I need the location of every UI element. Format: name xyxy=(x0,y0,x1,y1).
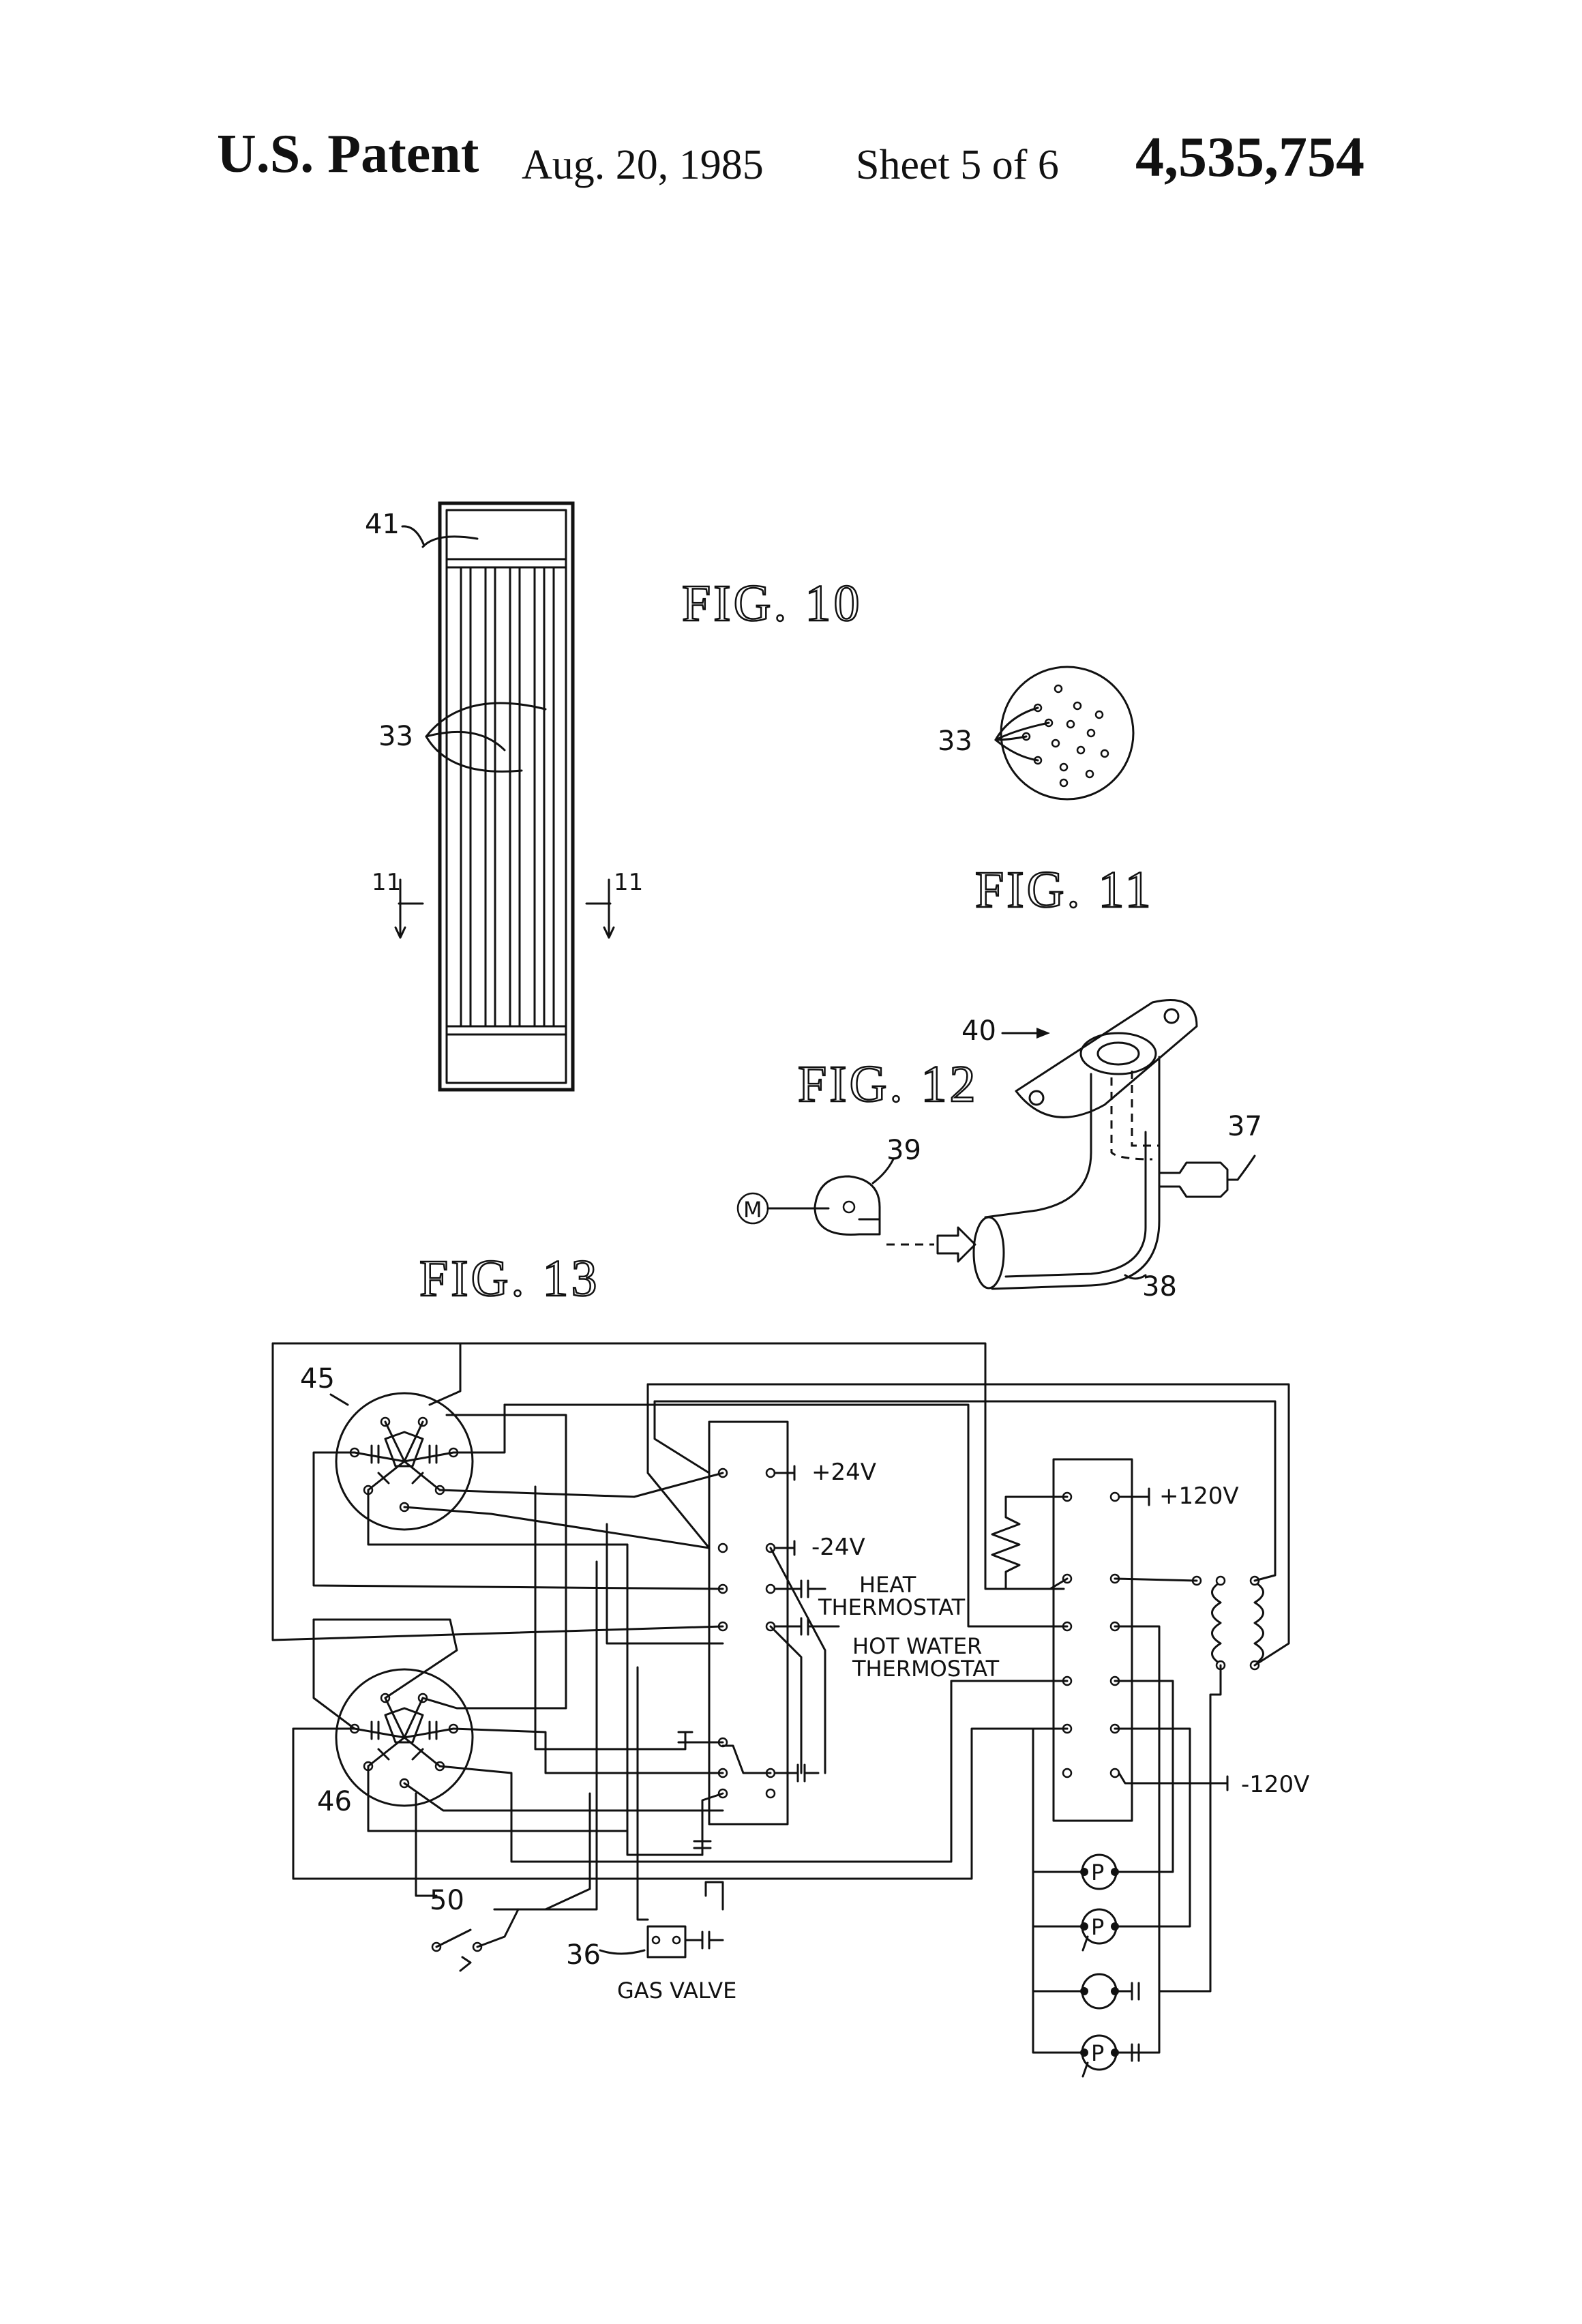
resistor-symbol xyxy=(992,1497,1067,1589)
motor-label: M xyxy=(743,1197,762,1223)
minus-24v-label: -24V xyxy=(811,1534,865,1561)
transformer-symbol xyxy=(1193,1577,1264,1669)
patent-title: U.S. Patent xyxy=(217,124,479,184)
ref-39: 39 xyxy=(886,1135,921,1166)
ref-33-fig11: 33 xyxy=(938,726,972,757)
patent-date: Aug. 20, 1985 xyxy=(522,142,764,188)
tube-bundle xyxy=(461,567,554,1026)
gas-valve-36: 36 GAS VALVE xyxy=(566,1926,736,2003)
pump-1-label: P xyxy=(1091,1860,1104,1886)
ref-36: 36 xyxy=(566,1939,601,1971)
figure-13: FIG. 13 45 xyxy=(273,1250,1309,2076)
heat-thermostat-label-line2: THERMOSTAT xyxy=(818,1594,966,1620)
plus-120v-label: +120V xyxy=(1159,1483,1239,1510)
figure-12: 37 40 38 M 39 FIG. 12 xyxy=(738,1000,1262,1302)
sheet-number: Sheet 5 of 6 xyxy=(856,142,1059,188)
figure-12-caption: FIG. 12 xyxy=(798,1056,978,1113)
figure-10: 41 33 11 11 FIG. 10 xyxy=(365,503,862,1090)
figure-11: 33 FIG. 11 xyxy=(938,667,1154,919)
gas-valve-label: GAS VALVE xyxy=(617,1978,736,2003)
minus-120v-label: -120V xyxy=(1241,1771,1309,1798)
figure-11-caption: FIG. 11 xyxy=(975,861,1154,919)
ref-38: 38 xyxy=(1142,1271,1177,1302)
pump-4-label: P xyxy=(1091,2040,1104,2066)
ref-41: 41 xyxy=(365,509,400,540)
plus-24v-label: +24V xyxy=(811,1459,876,1486)
patent-number: 4,535,754 xyxy=(1135,125,1364,189)
switch-50: 50 xyxy=(430,1885,518,1971)
section-label-right: 11 xyxy=(614,869,643,896)
ref-40: 40 xyxy=(961,1015,996,1047)
timer-switch-45: 45 xyxy=(300,1363,473,1530)
pump-bank: P P P xyxy=(1080,1855,1119,2076)
page-header: U.S. Patent Aug. 20, 1985 Sheet 5 of 6 4… xyxy=(217,124,1364,189)
ref-33-fig10: 33 xyxy=(378,721,413,752)
ref-45: 45 xyxy=(300,1363,335,1395)
figure-13-caption: FIG. 13 xyxy=(419,1250,599,1307)
perforation-holes xyxy=(1023,685,1108,786)
section-label-left: 11 xyxy=(372,869,401,896)
hot-water-thermostat-label-line2: THERMOSTAT xyxy=(852,1656,1000,1682)
ref-50: 50 xyxy=(430,1885,464,1916)
terminal-block-120v xyxy=(1054,1459,1227,1821)
pump-2-label: P xyxy=(1091,1914,1104,1940)
ref-37: 37 xyxy=(1227,1111,1262,1142)
figure-10-caption: FIG. 10 xyxy=(682,575,862,632)
ref-46: 46 xyxy=(317,1786,352,1817)
